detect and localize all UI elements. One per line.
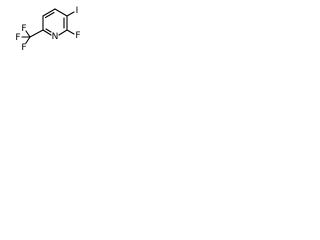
- bond-c6-n: [42, 29, 52, 36]
- iodine-label: I: [76, 6, 79, 16]
- fluorine-ring-label: F: [75, 31, 80, 41]
- fluorine-left-label: F: [15, 33, 20, 43]
- bond-cf3-f-top: [25, 30, 31, 38]
- bond-c6-cf3: [29, 29, 44, 38]
- bond-c3-c4: [54, 8, 68, 17]
- structure-canvas: N I F F F F: [0, 0, 97, 74]
- bond-n-c2: [58, 29, 68, 36]
- bond-c6-n-inner: [45, 28, 52, 33]
- molecule-diagram: N I F F F F: [15, 6, 80, 53]
- fluorine-top-label: F: [21, 24, 26, 34]
- bond-c3-iodine: [66, 11, 75, 17]
- bond-c4-c5-inner: [44, 11, 55, 19]
- fluorine-bottom-label: F: [21, 43, 26, 53]
- bond-c4-c5: [42, 8, 56, 17]
- bond-cf3-f-bottom: [25, 36, 31, 44]
- bond-c2-fluorine: [66, 29, 75, 35]
- ring-nitrogen-label: N: [52, 32, 59, 42]
